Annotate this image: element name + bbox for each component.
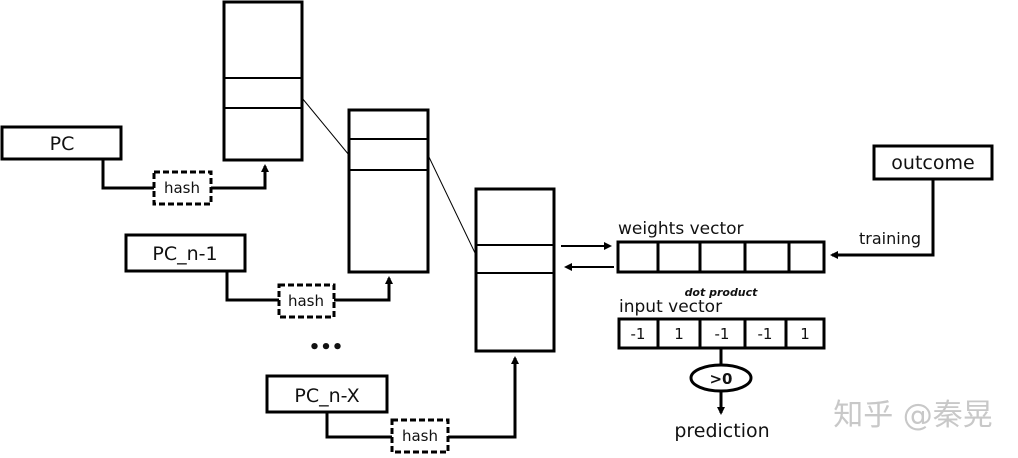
hash-to-table-2-arrow [334,276,393,302]
prediction-label: prediction [674,420,769,442]
hash-box-2: hash [277,283,336,319]
input-cell: -1 [631,325,646,343]
hash-to-table-3-arrow [448,356,519,439]
hash-box-1: hash [152,170,213,206]
link-line-1 [301,97,350,156]
training-label: training [859,229,921,248]
input-vector-label: input vector [619,297,722,317]
hash-to-table-1-arrow [211,164,269,190]
table-1 [222,0,304,162]
pc-n-x-box: PC_n-X [265,374,389,414]
input-cell: -1 [715,325,730,343]
table-3 [474,187,556,353]
input-vector: -1 1 -1 -1 1 [617,317,826,350]
watermark: 知乎 @秦晃 [833,398,993,433]
threshold-node: >0 [689,363,753,393]
training-arrow [830,179,935,259]
pc-label: PC [50,133,75,155]
input-cell: 1 [800,325,810,343]
input-cell: -1 [758,325,773,343]
outcome-box: outcome [872,144,994,181]
hash-label-2: hash [288,292,324,310]
weights-vector [616,240,826,274]
weights-vector-label: weights vector [618,219,744,239]
link-line-2 [427,154,477,256]
outcome-label: outcome [891,152,974,174]
table-2 [347,108,430,274]
input-cell: 1 [674,325,684,343]
hash-label-3: hash [402,427,438,445]
pc-to-hash-connector [101,159,154,190]
pc-n-1-label: PC_n-1 [152,243,217,265]
pc-box: PC [0,125,123,161]
threshold-label: >0 [709,370,732,388]
pc-n-x-label: PC_n-X [294,385,359,407]
hash-label-1: hash [164,179,200,197]
pc-n-x-to-hash-connector [325,412,392,439]
dot-product-label: dot product [685,286,759,299]
hash-box-3: hash [390,418,450,454]
ellipsis: ••• [309,337,344,358]
pc-n-1-to-hash-connector [225,271,279,302]
pc-n-1-box: PC_n-1 [124,233,247,273]
